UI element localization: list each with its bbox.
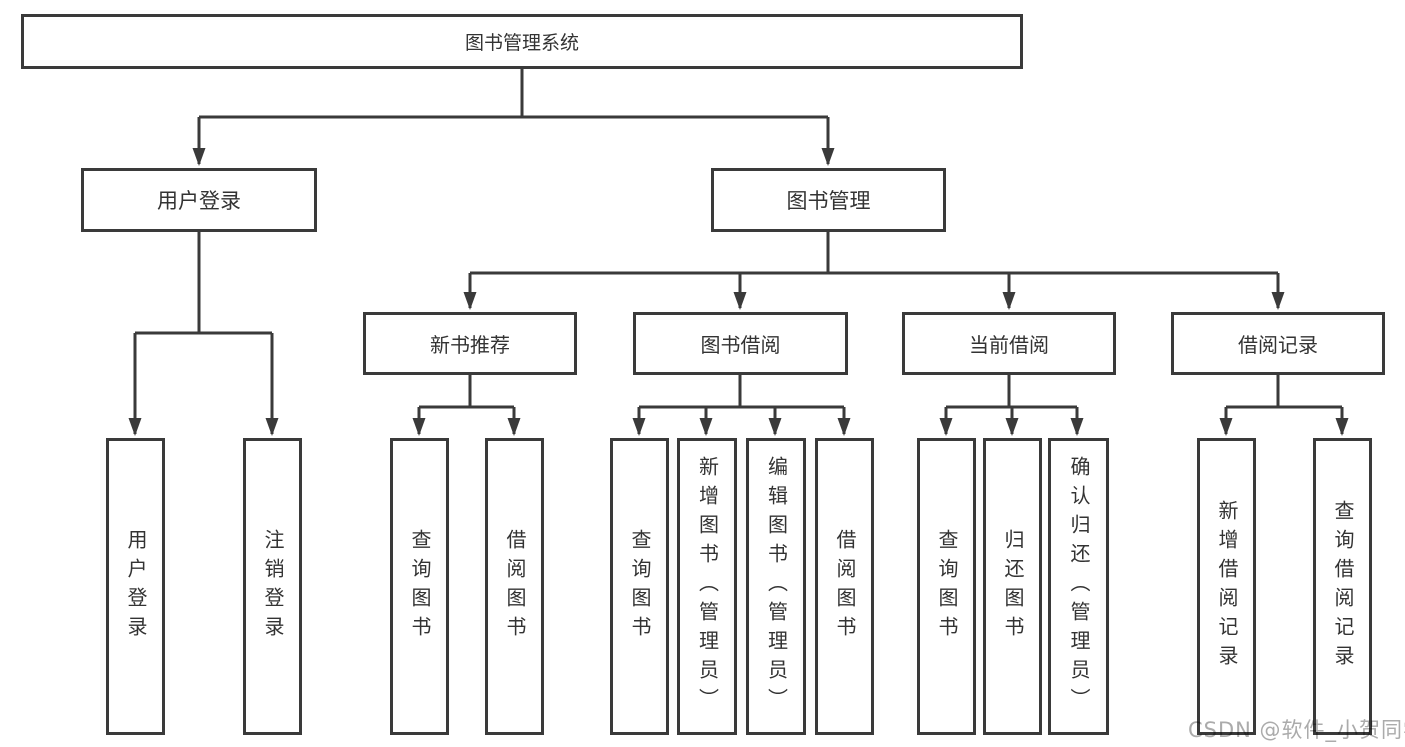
node-label: 用户登录 bbox=[124, 528, 148, 645]
node-label: 确认归还（管理员） bbox=[1067, 456, 1091, 717]
connector-user-login-to-leaves bbox=[128, 232, 279, 436]
node-label: 查询借阅记录 bbox=[1331, 499, 1355, 674]
node-label: 新书推荐 bbox=[430, 333, 510, 357]
leaf-add-borrow-record: 新增借阅记录 bbox=[1197, 438, 1256, 735]
leaf-edit-books-admin: 编辑图书（管理员） bbox=[746, 438, 806, 735]
node-label: 借阅图书 bbox=[503, 528, 527, 645]
node-label: 图书管理系统 bbox=[464, 32, 579, 54]
leaf-logout: 注销登录 bbox=[243, 438, 302, 735]
leaf-borrow-books: 借阅图书 bbox=[815, 438, 874, 735]
leaf-confirm-return-admin: 确认归还（管理员） bbox=[1048, 438, 1109, 735]
node-label: 借阅图书 bbox=[833, 528, 857, 645]
node-label: 新增借阅记录 bbox=[1215, 499, 1239, 674]
connector-book-management-to-level3 bbox=[463, 232, 1285, 310]
leaf-borrow-books-recommend: 借阅图书 bbox=[485, 438, 544, 735]
connector-book-borrow-to-leaves bbox=[632, 375, 851, 436]
leaf-query-borrow-record: 查询借阅记录 bbox=[1313, 438, 1372, 735]
leaf-return-books: 归还图书 bbox=[983, 438, 1042, 735]
node-label: 新增图书（管理员） bbox=[695, 456, 720, 717]
node-new-book-recommend: 新书推荐 bbox=[363, 312, 577, 375]
node-library-management-system: 图书管理系统 bbox=[21, 14, 1023, 69]
node-label: 图书管理 bbox=[786, 189, 871, 213]
node-label: 查询图书 bbox=[408, 528, 432, 645]
node-label: 当前借阅 bbox=[969, 333, 1049, 357]
leaf-query-books-current: 查询图书 bbox=[917, 438, 976, 735]
node-book-borrow: 图书借阅 bbox=[633, 312, 848, 375]
leaf-add-books-admin: 新增图书（管理员） bbox=[677, 438, 737, 735]
leaf-query-books-recommend: 查询图书 bbox=[390, 438, 449, 735]
node-label: 借阅记录 bbox=[1238, 333, 1318, 357]
connector-borrow-records-to-leaves bbox=[1219, 375, 1349, 436]
connector-current-borrow-to-leaves bbox=[939, 375, 1084, 436]
connector-new-book-recommend-to-leaves bbox=[412, 375, 521, 436]
node-label: 编辑图书（管理员） bbox=[764, 456, 789, 717]
connector-root-to-level2 bbox=[192, 69, 835, 166]
node-user-login: 用户登录 bbox=[81, 168, 317, 232]
node-label: 用户登录 bbox=[157, 189, 241, 213]
node-current-borrow: 当前借阅 bbox=[902, 312, 1116, 375]
node-label: 注销登录 bbox=[261, 528, 285, 645]
node-label: 归还图书 bbox=[1001, 528, 1025, 645]
node-label: 图书借阅 bbox=[700, 333, 781, 357]
csdn-watermark: CSDN @软件_小贺同学 bbox=[1188, 718, 1405, 742]
node-label: 查询图书 bbox=[628, 528, 652, 645]
node-book-management: 图书管理 bbox=[711, 168, 946, 232]
node-label: 查询图书 bbox=[935, 528, 959, 645]
leaf-query-books-borrow: 查询图书 bbox=[610, 438, 669, 735]
node-borrow-records: 借阅记录 bbox=[1171, 312, 1385, 375]
leaf-user-login: 用户登录 bbox=[106, 438, 165, 735]
